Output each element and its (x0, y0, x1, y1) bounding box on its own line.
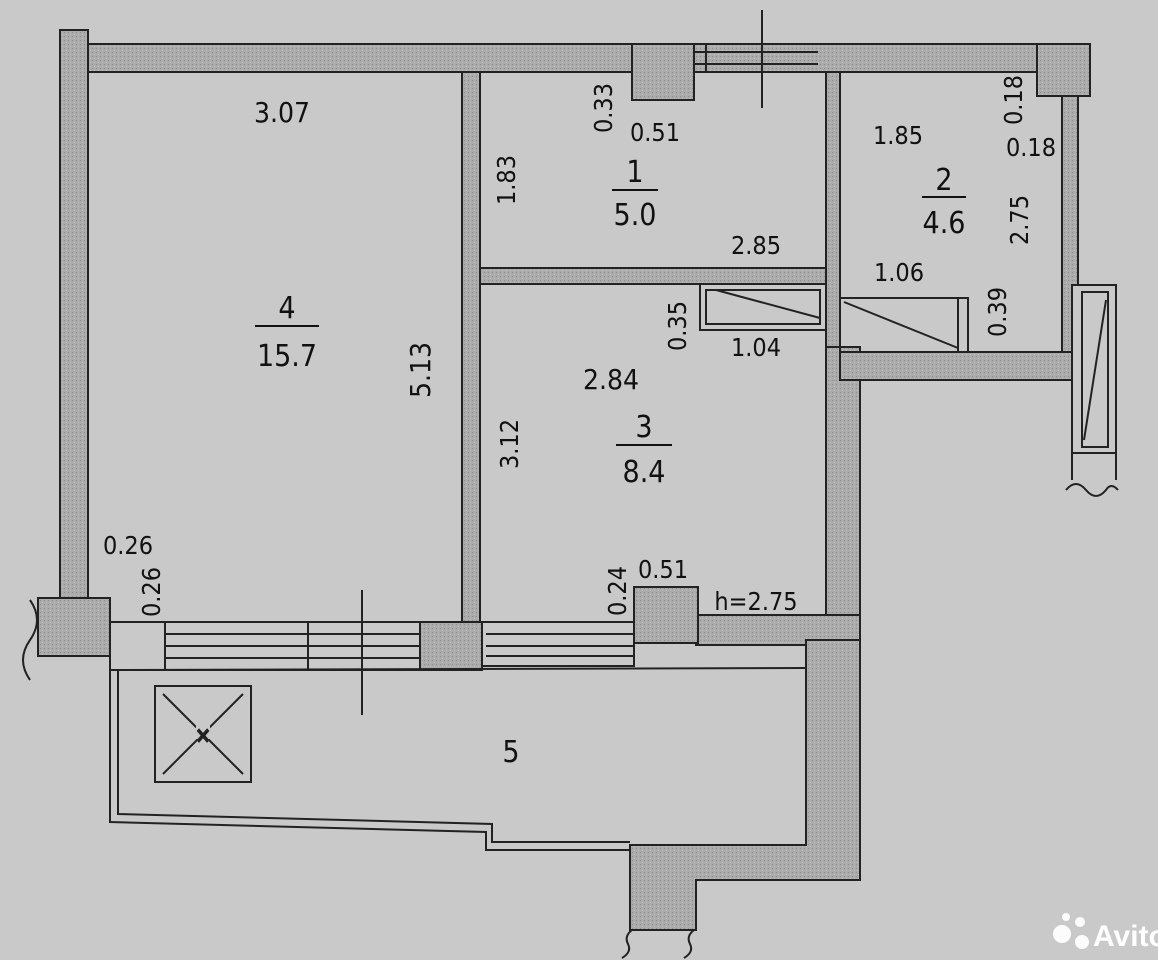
room-labels: 1 5.0 2 4.6 3 8.4 4 15.7 5 (255, 155, 966, 770)
pillar-bottom-right (633, 586, 699, 644)
dim-closet-a-d: 0.39 (983, 287, 1012, 337)
dim-r2-length: 2.75 (1005, 195, 1034, 245)
dim-r2-corner-b: 0.18 (1006, 133, 1056, 162)
dim-r3-width: 2.84 (583, 363, 639, 396)
partition-room4 (461, 71, 481, 623)
avito-watermark: Avito (1053, 913, 1158, 953)
dim-closet-a-w: 1.06 (874, 258, 924, 287)
dim-r2-width: 1.85 (873, 121, 923, 150)
room-4-number: 4 (278, 291, 295, 326)
dim-r1-width: 2.85 (731, 231, 781, 260)
wall-under-room2 (839, 351, 1079, 381)
dim-r4-width: 3.07 (254, 96, 310, 129)
room-1-area: 5.0 (614, 198, 657, 233)
dim-r2-corner-a: 0.18 (999, 75, 1028, 125)
avito-brand-text: Avito (1093, 920, 1158, 953)
pillar-bottom-left (37, 597, 111, 657)
dim-r4-length: 5.13 (404, 342, 437, 398)
dim-closet-b-w: 1.04 (731, 333, 781, 362)
svg-text:×: × (195, 723, 210, 747)
dim-closet-b-d: 0.35 (663, 301, 692, 351)
room-3-area: 8.4 (623, 455, 666, 490)
dim-pillar-bm-w: 0.51 (638, 555, 688, 584)
dim-r1-height: 1.83 (492, 155, 521, 205)
room-2-area: 4.6 (923, 206, 966, 241)
pillar-bottom-mid (419, 621, 483, 671)
room-2-number: 2 (935, 163, 952, 198)
dimension-labels: 3.07 5.13 1.83 0.33 0.51 2.85 1.85 0.18 … (103, 75, 1056, 617)
avito-dots-icon (1053, 913, 1089, 949)
room-3-number: 3 (635, 410, 652, 445)
dim-pillar-bl-a: 0.26 (103, 531, 153, 560)
closets (699, 283, 969, 353)
dim-pillar-bl-b: 0.26 (137, 567, 166, 617)
windows (22, 10, 1119, 715)
wall-left (59, 29, 89, 651)
wall-top (59, 43, 1091, 73)
room-1-number: 1 (626, 155, 643, 190)
ceiling-height: h=2.75 (714, 587, 797, 616)
partition-room1-room3 (479, 267, 827, 285)
walls (59, 29, 1091, 931)
pillar-top-mid (631, 43, 695, 101)
room-5-number: 5 (502, 735, 519, 770)
dim-r1-pillar-w: 0.51 (630, 118, 680, 147)
dim-pillar-bm-h: 0.24 (603, 566, 632, 616)
pillar-top-right (1036, 43, 1091, 97)
closet-room3 (699, 283, 827, 331)
loggia-wall (629, 639, 861, 931)
loggia-outline (109, 667, 807, 959)
ventilation-shaft: × (154, 685, 252, 783)
partition-room3-right (825, 346, 861, 621)
dim-r1-pillar-h: 0.33 (589, 83, 618, 133)
dim-r3-length: 3.12 (495, 419, 524, 469)
partition-room1-room2 (825, 71, 841, 348)
room-4-area: 15.7 (257, 339, 317, 374)
